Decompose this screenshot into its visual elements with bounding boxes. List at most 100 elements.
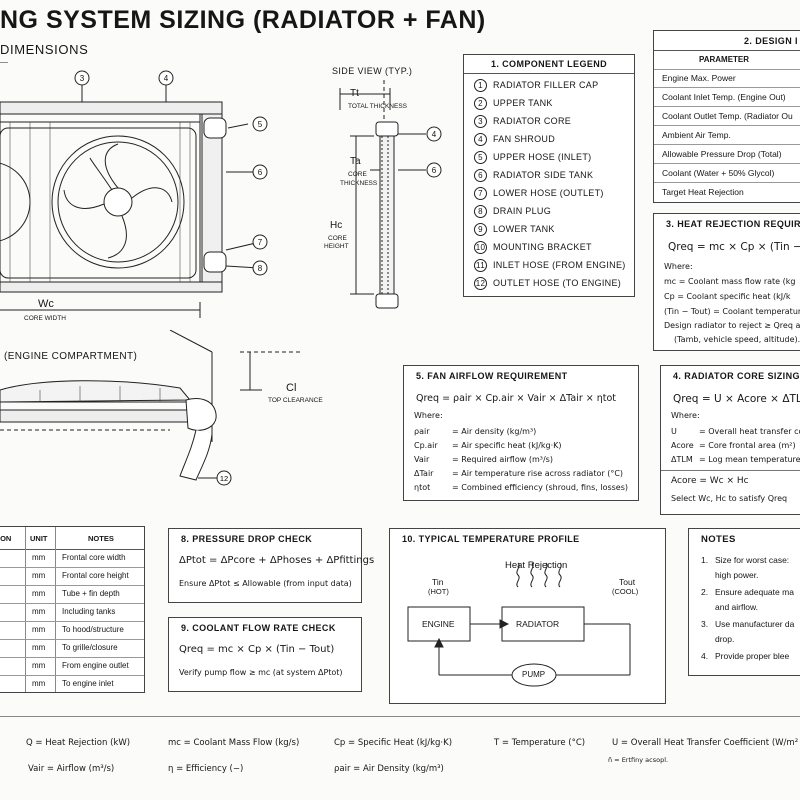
heat-line: (Tamb, vehicle speed, altitude).	[674, 335, 800, 344]
core-area-equation: Acore = Wc × Hc	[671, 476, 749, 486]
heat-rejection-title: 3. HEAT REJECTION REQUIREM	[666, 219, 800, 229]
note-number: 3.	[701, 619, 709, 629]
heat-wave-icon	[516, 562, 520, 588]
heat-rejection-equation: Qreq = mc × Cp × (Tin −	[668, 241, 800, 253]
page-subtitle: DIMENSIONS	[0, 42, 89, 57]
callout-8: 8	[258, 264, 263, 273]
side-callout-4: 4	[432, 130, 437, 139]
notes-title: NOTES	[701, 534, 736, 545]
fan-desc: = Air temperature rise across radiator (…	[452, 469, 624, 478]
temp-profile-diagram	[407, 562, 631, 687]
pump-label: PUMP	[522, 670, 546, 679]
design-inputs-title: 2. DESIGN I	[744, 36, 798, 46]
fan-sym: Cp.air	[414, 441, 438, 450]
note-line: Provide proper blee	[715, 651, 790, 661]
wc-sub: CORE WIDTH	[24, 315, 66, 322]
where-label: Where:	[664, 262, 693, 271]
heat-wave-icon	[544, 562, 548, 588]
note-number: 4.	[701, 651, 709, 661]
ta-sub2: THICKNESS	[340, 180, 378, 187]
temp-profile-title: 10. TYPICAL TEMPERATURE PROFILE	[402, 534, 580, 544]
cl-label: Cl	[286, 382, 297, 394]
dim-header: UNIT	[30, 534, 48, 543]
symbol-t: T = Temperature (°C)	[494, 738, 586, 748]
core-desc: = Log mean temperature	[699, 455, 800, 464]
symbol-u: U = Overall Heat Transfer Coefficient (W…	[612, 738, 799, 748]
heat-line: Design radiator to reject ≥ Qreq a	[664, 321, 800, 330]
engine-callout-12: 12	[220, 474, 228, 483]
pressure-drop-title: 8. PRESSURE DROP CHECK	[181, 534, 313, 544]
heat-line: mc = Coolant mass flow rate (kg	[664, 277, 796, 286]
front-view-drawing: 3 4 5 6 7 8	[0, 62, 268, 318]
wc-label: Wc	[38, 298, 54, 310]
hc-sub2: HEIGHT	[324, 243, 349, 250]
dim-header: ION	[0, 534, 12, 543]
page-title: NG SYSTEM SIZING (RADIATOR + FAN)	[0, 6, 486, 34]
heat-rejection-box: 3. HEAT REJECTION REQUIREM Qreq = mc × C…	[653, 213, 800, 351]
core-desc: = Core frontal area (m²)	[699, 441, 796, 450]
fan-sym: ηtot	[414, 483, 431, 492]
side-callout-6: 6	[432, 166, 437, 175]
core-desc: = Overall heat transfer co	[699, 427, 800, 436]
tt-sub: TOTAL THICKNESS	[348, 103, 407, 110]
fan-airflow-equation: Qreq = ρair × Cp.air × Vair × ΔTair × ηt…	[416, 393, 617, 404]
fan-airflow-title: 5. FAN AIRFLOW REQUIREMENT	[416, 371, 568, 381]
table-row: Target Heat Rejection	[662, 187, 744, 197]
radiator-label: RADIATOR	[516, 619, 560, 629]
coolant-flow-box: 9. COOLANT FLOW RATE CHECK Qreq = mc × C…	[168, 617, 362, 692]
note-line: drop.	[715, 634, 735, 644]
ta-sub1: CORE	[348, 171, 367, 178]
core-sizing-title: 4. RADIATOR CORE SIZING	[673, 371, 800, 381]
hc-sub1: CORE	[328, 235, 347, 242]
coolant-flow-equation: Qreq = mc × Cp × (Tin − Tout)	[179, 644, 335, 655]
tout-label: Tout	[619, 577, 636, 587]
coolant-flow-title: 9. COOLANT FLOW RATE CHECK	[181, 623, 336, 633]
heat-rejection-label: Heat Rejection	[505, 560, 568, 571]
heat-line: Cp = Coolant specific heat (kJ/k	[664, 292, 791, 301]
legend-title: 1. COMPONENT LEGEND	[464, 55, 634, 74]
fan-sym: Vair	[414, 455, 430, 464]
pressure-drop-check: Ensure ΔPtot ≤ Allowable (from input dat…	[179, 579, 352, 588]
where-label: Where:	[671, 411, 700, 420]
engine-view-title: (ENGINE COMPARTMENT)	[4, 351, 138, 362]
fan-desc: = Air specific heat (kJ/kg·K)	[452, 441, 562, 450]
coolant-flow-check: Verify pump flow ≥ mc (at system ΔPtot)	[179, 668, 343, 677]
note-line: high power.	[715, 570, 759, 580]
divider	[661, 470, 800, 471]
core-sizing-equation: Qreq = U × Acore × ΔTLM	[673, 393, 800, 405]
note-line: and airflow.	[715, 602, 758, 612]
symbol-mc: mc = Coolant Mass Flow (kg/s)	[168, 738, 300, 748]
fan-desc: = Air density (kg/m³)	[452, 427, 537, 436]
table-row: Coolant Inlet Temp. (Engine Out)	[654, 88, 800, 107]
cl-sub: TOP CLEARANCE	[268, 397, 323, 404]
fan-desc: = Required airflow (m³/s)	[452, 455, 553, 464]
heat-line: (Tin − Tout) = Coolant temperatur	[664, 307, 800, 316]
note-line: Ensure adequate ma	[715, 587, 794, 597]
heat-wave-icon	[530, 562, 534, 588]
tin-sub: (HOT)	[428, 587, 449, 596]
pressure-drop-equation: ΔPtot = ΔPcore + ΔPhoses + ΔPfittings	[179, 555, 375, 566]
fan-airflow-box: 5. FAN AIRFLOW REQUIREMENT Qreq = ρair ×…	[403, 365, 639, 501]
table-row: Ambient Air Temp.	[654, 126, 800, 145]
tout-sub: (COOL)	[612, 587, 639, 596]
design-inputs-table: 2. DESIGN I PARAMETER Engine Max. Power …	[653, 30, 800, 203]
callout-6: 6	[258, 168, 263, 177]
pressure-drop-box: 8. PRESSURE DROP CHECK ΔPtot = ΔPcore + …	[168, 528, 374, 603]
symbol-legend-divider	[0, 716, 800, 717]
